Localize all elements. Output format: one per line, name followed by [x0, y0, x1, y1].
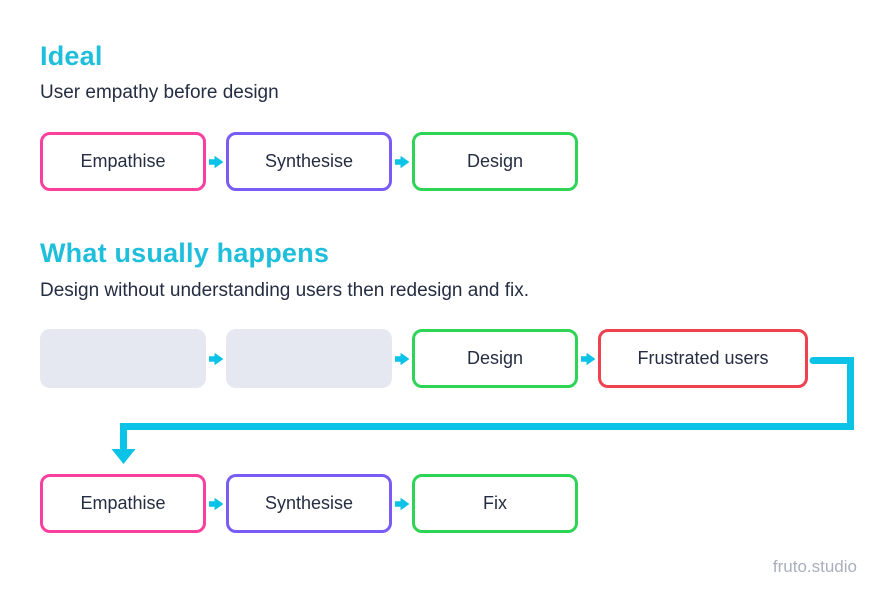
section-subtitle-usual: Design without understanding users then … [40, 280, 530, 301]
flow-box-synthesise: Synthesise [226, 132, 392, 191]
section-title-usual: What usually happens [40, 238, 330, 268]
flow-box-frustrated-users: Frustrated users [598, 329, 808, 388]
section-subtitle-ideal: User empathy before design [40, 82, 279, 103]
flow-row-usual-first: Design Frustrated users [40, 329, 808, 388]
placeholder-box [226, 329, 392, 388]
arrow-right-icon [392, 474, 412, 533]
flow-box-label: Fix [483, 493, 507, 513]
flow-box-design: Design [412, 329, 578, 388]
arrow-right-icon [206, 132, 226, 191]
flow-box-label: Design [466, 151, 524, 171]
flow-box-empathise: Empathise [40, 132, 206, 191]
flow-row-usual-second: Empathise Synthesise Fix [40, 474, 578, 533]
flow-box-label: Design [466, 348, 524, 368]
section-title-ideal: Ideal [40, 41, 103, 71]
flow-box-empathise: Empathise [40, 474, 206, 533]
placeholder-box [40, 329, 206, 388]
flow-box-fix: Fix [412, 474, 578, 533]
arrow-right-icon [206, 329, 226, 388]
arrow-right-icon [206, 474, 226, 533]
flow-box-label: Frustrated users [637, 348, 769, 368]
arrow-right-icon [392, 132, 412, 191]
arrow-right-icon [392, 329, 412, 388]
arrow-right-icon [578, 329, 598, 388]
flow-box-synthesise: Synthesise [226, 474, 392, 533]
flow-row-ideal: Empathise Synthesise Design [40, 132, 578, 191]
flow-box-design: Design [412, 132, 578, 191]
flow-box-label: Empathise [80, 493, 166, 513]
flow-box-label: Empathise [80, 151, 166, 171]
flow-box-label: Synthesise [264, 151, 354, 171]
watermark: fruto.studio [772, 557, 857, 576]
flow-box-label: Synthesise [264, 493, 354, 513]
